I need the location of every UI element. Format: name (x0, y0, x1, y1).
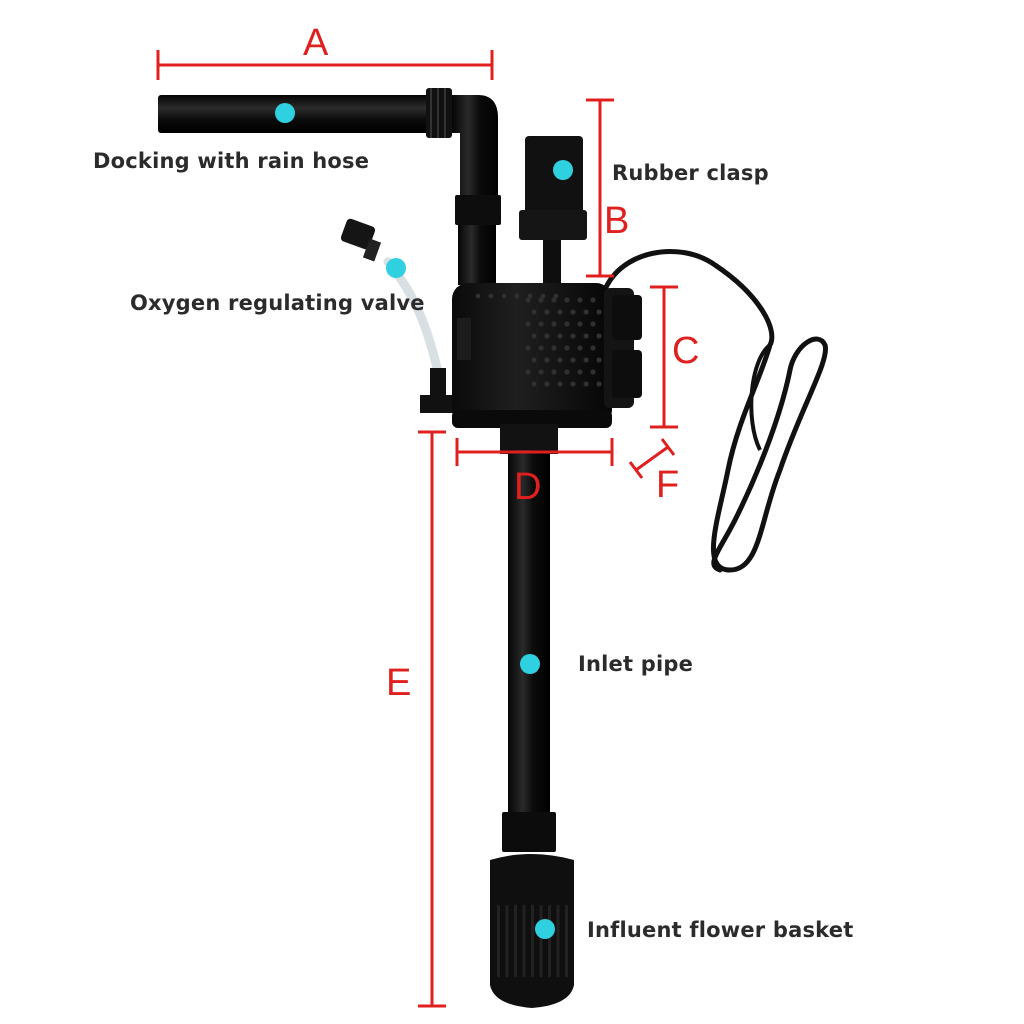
label-inlet: Inlet pipe (578, 652, 694, 676)
markers (275, 103, 573, 939)
marker-valve (386, 258, 406, 278)
dim-c: C (672, 330, 700, 372)
dimension-lines (156, 50, 678, 1008)
marker-clasp (553, 160, 573, 180)
outlet-pipe (158, 88, 501, 285)
marker-basket (535, 919, 555, 939)
dim-d: D (514, 466, 542, 508)
label-docking: Docking with rain hose (93, 149, 370, 173)
flower-basket (490, 854, 574, 1008)
dim-b: B (604, 200, 630, 242)
rubber-clasp (519, 136, 587, 288)
marker-docking (275, 103, 295, 123)
label-basket: Influent flower basket (587, 918, 854, 942)
dim-e: E (386, 662, 412, 704)
marker-inlet (520, 654, 540, 674)
inlet-pipe-shape (500, 424, 558, 852)
pump-body (452, 283, 642, 428)
dim-f: F (656, 464, 680, 506)
label-clasp: Rubber clasp (612, 161, 769, 185)
label-valve: Oxygen regulating valve (130, 291, 425, 315)
power-cord (601, 249, 829, 573)
dim-a: A (303, 22, 329, 64)
oxygen-valve (340, 218, 460, 413)
dim-line-f (635, 445, 669, 472)
